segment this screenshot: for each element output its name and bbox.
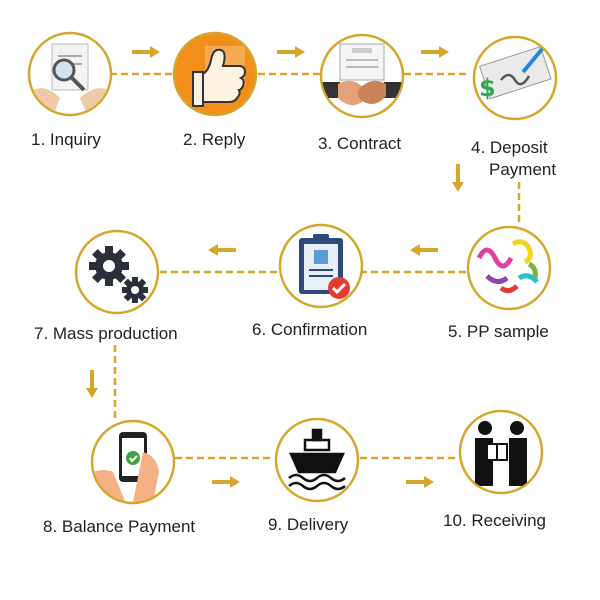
step-5-label: 5. PP sample — [448, 322, 549, 341]
step-7-label: 7. Mass production — [34, 324, 178, 343]
check-payment-icon: $ — [479, 45, 552, 102]
thumbs-up-icon — [192, 46, 247, 107]
step-4-label-line2: Payment — [489, 160, 557, 179]
step-10-node — [458, 409, 544, 495]
step-9-label: 9. Delivery — [268, 515, 349, 534]
fabric-ribbons-icon — [476, 239, 539, 294]
step-3-label: 3. Contract — [318, 134, 402, 153]
step-4-label: 4. Deposit — [471, 138, 548, 157]
step-6-node — [278, 223, 364, 309]
step-4-node: $ — [472, 35, 558, 121]
step-10-label: 10. Receiving — [443, 511, 547, 530]
step-7-node — [74, 229, 160, 315]
step-2-label: 2. Reply — [183, 130, 246, 149]
ship-icon — [288, 428, 346, 491]
clipboard-check-icon — [299, 234, 350, 299]
arrow-down-icon — [452, 164, 464, 192]
step-9-node — [274, 417, 360, 503]
step-5-node — [466, 225, 552, 311]
arrow-left-icon — [410, 244, 438, 256]
flow-arrows — [86, 46, 464, 488]
step-6-label: 6. Confirmation — [252, 320, 368, 339]
arrow-down-icon — [86, 370, 98, 398]
arrow-left-icon — [208, 244, 236, 256]
arrow-right-icon — [212, 476, 240, 488]
step-8-label: 8. Balance Payment — [43, 517, 196, 536]
gears-icon — [89, 246, 148, 303]
arrow-right-icon — [132, 46, 160, 58]
phone-payment-icon — [93, 432, 159, 502]
step-1-node — [27, 31, 113, 117]
arrow-right-icon — [277, 46, 305, 58]
step-8-node — [90, 419, 176, 505]
svg-text:$: $ — [479, 74, 496, 102]
step-3-node — [319, 33, 405, 119]
connector-lines — [110, 72, 521, 460]
step-2-node — [172, 31, 258, 117]
step-1-label: 1. Inquiry — [31, 130, 101, 149]
handover-box-icon — [475, 421, 527, 486]
inquiry-magnifier-icon — [30, 43, 110, 114]
arrow-right-icon — [421, 46, 449, 58]
arrow-right-icon — [406, 476, 434, 488]
handshake-contract-icon — [322, 43, 402, 106]
